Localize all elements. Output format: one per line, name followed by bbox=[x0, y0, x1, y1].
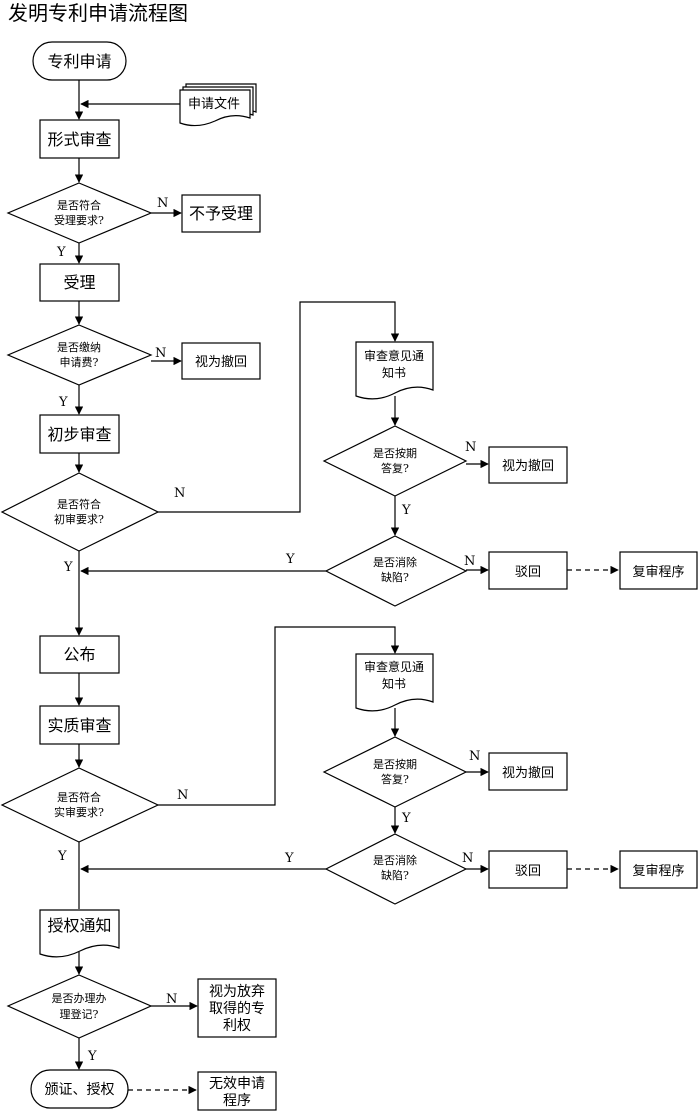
review-a-label: 复审程序 bbox=[632, 565, 684, 580]
abandon-box bbox=[197, 978, 277, 1038]
rejected-b-box bbox=[488, 850, 568, 889]
rejected-a-box bbox=[488, 551, 568, 590]
accept-yes-label: Y bbox=[56, 245, 66, 260]
certificate-label: 颁证、授权 bbox=[45, 1082, 115, 1098]
register-decision bbox=[6, 974, 153, 1039]
formal-exam-label: 形式审查 bbox=[47, 130, 111, 149]
application-documents: 申请文件 bbox=[179, 83, 257, 127]
notice-a-document bbox=[355, 341, 434, 400]
substantive-exam-label: 实质审查 bbox=[47, 716, 111, 735]
substantive-no-label: N bbox=[177, 788, 188, 803]
notice-b-line1: 审查意见通 bbox=[364, 659, 424, 674]
reply-b-decision bbox=[322, 736, 468, 808]
connectors bbox=[74, 80, 619, 1095]
fix-b-line1: 是否消除 bbox=[373, 853, 417, 867]
fee-no-label: N bbox=[155, 346, 166, 361]
substantive-decision-line2: 实审要求? bbox=[54, 805, 104, 819]
reply-a-line1: 是否按期 bbox=[373, 446, 417, 460]
fix-a-yes-label: Y bbox=[285, 552, 295, 567]
fix-a-no-label: N bbox=[464, 554, 475, 569]
abandon-line1: 视为放弃 bbox=[209, 984, 265, 1000]
rejected-a-label: 驳回 bbox=[515, 565, 541, 580]
withdrawn-fee-label: 视为撤回 bbox=[195, 354, 247, 370]
prelim-no-label: N bbox=[174, 486, 185, 501]
notice-b-document bbox=[355, 653, 434, 712]
fee-yes-label: Y bbox=[58, 395, 68, 410]
invalidation-box bbox=[197, 1071, 277, 1111]
fix-a-line2: 缺陷? bbox=[381, 570, 409, 584]
substantive-exam-box bbox=[39, 705, 120, 745]
fix-b-decision bbox=[324, 833, 468, 905]
rejected-b-label: 驳回 bbox=[515, 864, 541, 879]
withdrawn-b-box bbox=[488, 752, 568, 791]
register-yes-label: Y bbox=[87, 1049, 97, 1064]
page-title: 发明专利申请流程图 bbox=[8, 1, 188, 25]
application-documents-label: 申请文件 bbox=[188, 97, 240, 112]
certificate-terminator bbox=[30, 1069, 129, 1109]
reply-b-line1: 是否按期 bbox=[373, 757, 417, 771]
reply-a-decision bbox=[322, 425, 468, 497]
review-b-label: 复审程序 bbox=[632, 864, 684, 879]
prelim-decision-line1: 是否符合 bbox=[57, 497, 101, 511]
accept-decision bbox=[6, 182, 153, 244]
publication-box bbox=[39, 635, 120, 674]
prelim-decision bbox=[0, 472, 160, 552]
fee-decision-line2: 申请费? bbox=[60, 356, 99, 369]
formal-exam-box bbox=[39, 119, 120, 159]
accepted-box bbox=[39, 263, 120, 302]
register-decision-line2: 理登记? bbox=[60, 1007, 99, 1021]
fix-b-yes-label: Y bbox=[284, 851, 294, 866]
accept-decision-line2: 受理要求? bbox=[54, 214, 104, 227]
not-accepted-box bbox=[181, 194, 261, 233]
substantive-yes-label: Y bbox=[57, 849, 67, 864]
abandon-line3: 利权 bbox=[223, 1018, 251, 1034]
withdrawn-b-label: 视为撤回 bbox=[502, 765, 554, 781]
fix-a-decision bbox=[324, 535, 468, 607]
fee-decision bbox=[6, 324, 153, 386]
register-no-label: N bbox=[166, 992, 177, 1007]
reply-a-no-label: N bbox=[465, 440, 476, 455]
fee-decision-line1: 是否缴纳 bbox=[57, 340, 101, 354]
withdrawn-a-box bbox=[488, 446, 568, 484]
publication-label: 公布 bbox=[63, 645, 95, 664]
substantive-decision bbox=[0, 767, 160, 843]
review-b-box bbox=[619, 850, 698, 889]
register-decision-line1: 是否办理办 bbox=[52, 992, 107, 1005]
invalidation-line1: 无效申请 bbox=[209, 1076, 265, 1092]
not-accepted-label: 不予受理 bbox=[189, 204, 253, 223]
notice-a-line1: 审查意见通 bbox=[364, 348, 424, 363]
notice-b-line2: 知书 bbox=[382, 677, 406, 691]
accept-decision-line1: 是否符合 bbox=[57, 198, 101, 212]
prelim-decision-line2: 初审要求? bbox=[54, 512, 104, 526]
prelim-exam-label: 初步审查 bbox=[47, 425, 111, 444]
abandon-line2: 取得的专 bbox=[209, 1000, 265, 1017]
substantive-decision-line1: 是否符合 bbox=[57, 790, 101, 804]
withdrawn-fee-box bbox=[181, 342, 261, 380]
reply-b-line2: 答复? bbox=[381, 772, 409, 786]
withdrawn-a-label: 视为撤回 bbox=[502, 458, 554, 474]
reply-a-line2: 答复? bbox=[381, 461, 409, 475]
prelim-yes-label: Y bbox=[63, 560, 73, 575]
accept-no-label: N bbox=[157, 196, 168, 211]
reply-b-yes-label: Y bbox=[401, 811, 411, 826]
accepted-label: 受理 bbox=[63, 273, 95, 292]
start-label: 专利申请 bbox=[47, 52, 111, 71]
invalidation-line2: 程序 bbox=[223, 1093, 251, 1109]
reply-b-no-label: N bbox=[469, 749, 480, 764]
fix-b-line2: 缺陷? bbox=[381, 868, 409, 882]
reply-a-yes-label: Y bbox=[401, 503, 411, 518]
notice-a-line2: 知书 bbox=[382, 366, 406, 380]
review-a-box bbox=[619, 551, 698, 590]
grant-notice-label: 授权通知 bbox=[47, 916, 111, 935]
fix-b-no-label: N bbox=[462, 851, 473, 866]
grant-notice-document bbox=[39, 909, 120, 958]
fix-a-line1: 是否消除 bbox=[373, 555, 417, 569]
